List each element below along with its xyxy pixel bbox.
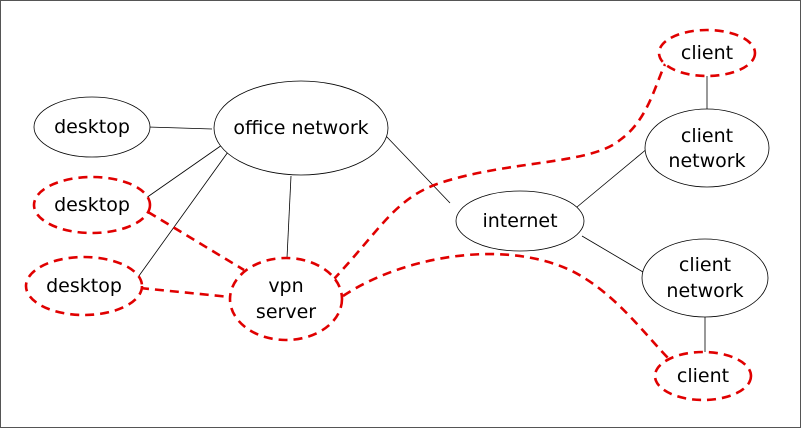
edge-internet-client-network-1 [576,147,649,208]
node-client-network-1: client network [644,108,770,188]
client-network-1-shape [644,108,770,188]
vpn-tunnel-client-2 [342,252,671,361]
office-network-label: office network [233,117,368,139]
client-1-shape [657,28,757,78]
vpn-tunnel-client-1 [332,61,668,281]
desktop-2-shape [32,175,152,235]
node-internet: internet [455,190,585,252]
client-network-1-label-line-1: client [681,125,733,147]
edge-office-internet [385,135,451,204]
solid-edges [135,76,708,352]
vpn-server-label-line-1: vpn [268,275,303,297]
desktop-3-label: desktop [46,275,122,297]
internet-shape [455,190,585,252]
node-desktop-2: desktop [32,175,152,235]
node-office-network: office network [213,80,389,176]
vpn-tunnel-desktop-2 [147,210,245,272]
desktop-2-label: desktop [54,194,130,216]
node-client-2: client [653,350,753,402]
desktop-1-shape [33,96,151,158]
client-network-1-label-line-2: network [668,150,745,172]
node-client-1: client [657,28,757,78]
office-network-shape [213,80,389,176]
vpn-server-label-line-2: server [256,301,316,323]
client-network-2-shape [641,238,769,318]
node-desktop-3: desktop [24,255,144,317]
vpn-tunnel-desktop-3 [139,286,231,299]
client-2-shape [653,350,753,402]
client-2-label: client [677,365,729,387]
client-network-2-label-line-2: network [666,280,743,302]
client-network-2-label-line-1: client [679,254,731,276]
edge-vpn-office [286,175,292,259]
vpn-tunnel-edges [139,61,671,361]
desktop-3-shape [24,255,144,317]
edge-desktop-1-office [147,126,213,130]
edge-desktop-3-office [135,151,229,281]
internet-label: internet [482,210,557,232]
desktop-1-label: desktop [54,116,130,138]
node-desktop-1: desktop [33,96,151,158]
vpn-server-shape [228,256,344,342]
edge-desktop-2-office [145,144,223,199]
client-1-label: client [681,42,733,64]
node-vpn-server: vpn server [228,256,344,342]
edge-internet-client-network-2 [581,235,644,273]
node-client-network-2: client network [641,238,769,318]
